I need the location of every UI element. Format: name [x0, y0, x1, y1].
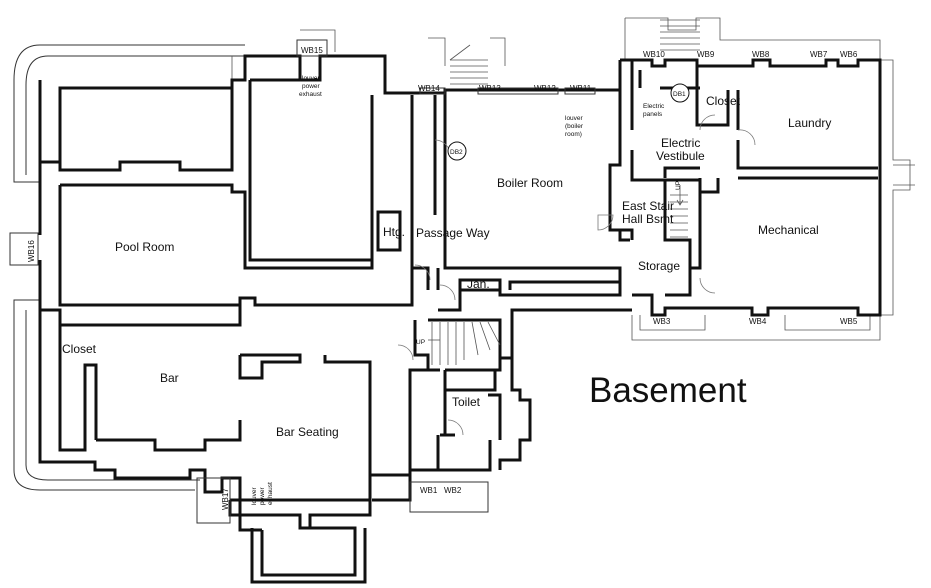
- louver-power-exhaust-south-2: power: [259, 486, 266, 505]
- north-outline: [231, 17, 881, 80]
- louver-power-note-2: power: [302, 83, 321, 90]
- wb11-label: WB11: [570, 84, 592, 93]
- bar-seating-label: Bar Seating: [276, 425, 339, 439]
- db2-symbol: [447, 141, 467, 161]
- jan-label: Jan.: [467, 277, 490, 291]
- db1-symbol: [670, 83, 690, 103]
- wall-bar-seating: [228, 420, 372, 584]
- wall-west: [38, 162, 62, 325]
- electric-label-1: Electric: [661, 136, 700, 150]
- db1-label: DB1: [673, 91, 686, 98]
- wall-north-west: [38, 54, 445, 164]
- htg-label: Htg.: [383, 225, 405, 239]
- db2-label: DB2: [450, 149, 463, 156]
- page-title: Basement: [589, 371, 747, 410]
- wb10-label: WB10: [643, 50, 665, 59]
- east-stair-label-2: Hall Bsmt: [622, 212, 674, 226]
- wb9-label: WB9: [697, 50, 715, 59]
- wall-stair-toilet: [372, 308, 632, 502]
- east-outline: [880, 59, 915, 316]
- wall-toilet: [440, 370, 497, 437]
- stair-east: [660, 19, 700, 238]
- east-stair-label-1: East Stair: [622, 199, 674, 213]
- west-outline: [13, 44, 245, 491]
- wb12-label: WB12: [534, 84, 556, 93]
- wall-electric: [620, 60, 702, 242]
- louver-boiler-note-3: room): [565, 131, 582, 138]
- wb6-label: WB6: [840, 50, 858, 59]
- up-east-label: UP: [675, 181, 682, 190]
- storage-label: Storage: [638, 259, 680, 273]
- stair-north: [449, 44, 488, 85]
- wb16-label: WB16: [27, 240, 36, 262]
- louver-boiler-note-2: (boiler: [565, 123, 584, 130]
- louver-power-exhaust-south-1: louver: [251, 486, 258, 505]
- wall-central: [376, 93, 622, 312]
- passage-way-label: Passage Way: [416, 226, 490, 240]
- louver-power-exhaust-south-3: exhaust: [267, 482, 274, 505]
- closet-east-label: Closet: [706, 94, 741, 108]
- wb1-label: WB1: [420, 486, 438, 495]
- louver-power-note-1: louver: [302, 75, 321, 82]
- southeast-outline: [631, 315, 881, 341]
- bar-label: Bar: [160, 371, 179, 385]
- stair-west: [428, 321, 501, 365]
- pool-room-label: Pool Room: [115, 240, 174, 254]
- laundry-label: Laundry: [788, 116, 831, 130]
- louver-power-note-3: exhaust: [299, 91, 322, 98]
- wall-boiler-room: [433, 60, 630, 268]
- wall-pool-inner: [248, 78, 372, 262]
- electric-label-2: Vestibule: [656, 149, 705, 163]
- wb15-label: WB15: [301, 46, 323, 55]
- window-wells: [9, 39, 596, 524]
- wb17-label: WB17: [221, 488, 230, 510]
- electric-panels-note-2: panels: [643, 111, 663, 118]
- electric-panels-note-1: Electric: [643, 103, 665, 110]
- wb3-label: WB3: [653, 317, 671, 326]
- boiler-room-label: Boiler Room: [497, 176, 563, 190]
- mechanical-label: Mechanical: [758, 223, 819, 237]
- west-outline-inner: [25, 55, 245, 481]
- wall-east-wing-outer: [620, 58, 882, 317]
- up-west-label: UP: [416, 339, 425, 346]
- wall-south: [368, 473, 410, 500]
- wall-pool-room: [58, 80, 414, 307]
- doors: [397, 114, 756, 436]
- closet-west-label: Closet: [62, 342, 97, 356]
- wb2-label: WB2: [444, 486, 462, 495]
- wb13-label: WB13: [479, 84, 501, 93]
- wb4-label: WB4: [749, 317, 767, 326]
- wb14-label: WB14: [418, 84, 440, 93]
- wb5-label: WB5: [840, 317, 858, 326]
- wb7-label: WB7: [810, 50, 828, 59]
- wall-bar: [38, 305, 372, 532]
- toilet-label: Toilet: [452, 395, 481, 409]
- louver-boiler-note-1: louver: [565, 115, 584, 122]
- wb8-label: WB8: [752, 50, 770, 59]
